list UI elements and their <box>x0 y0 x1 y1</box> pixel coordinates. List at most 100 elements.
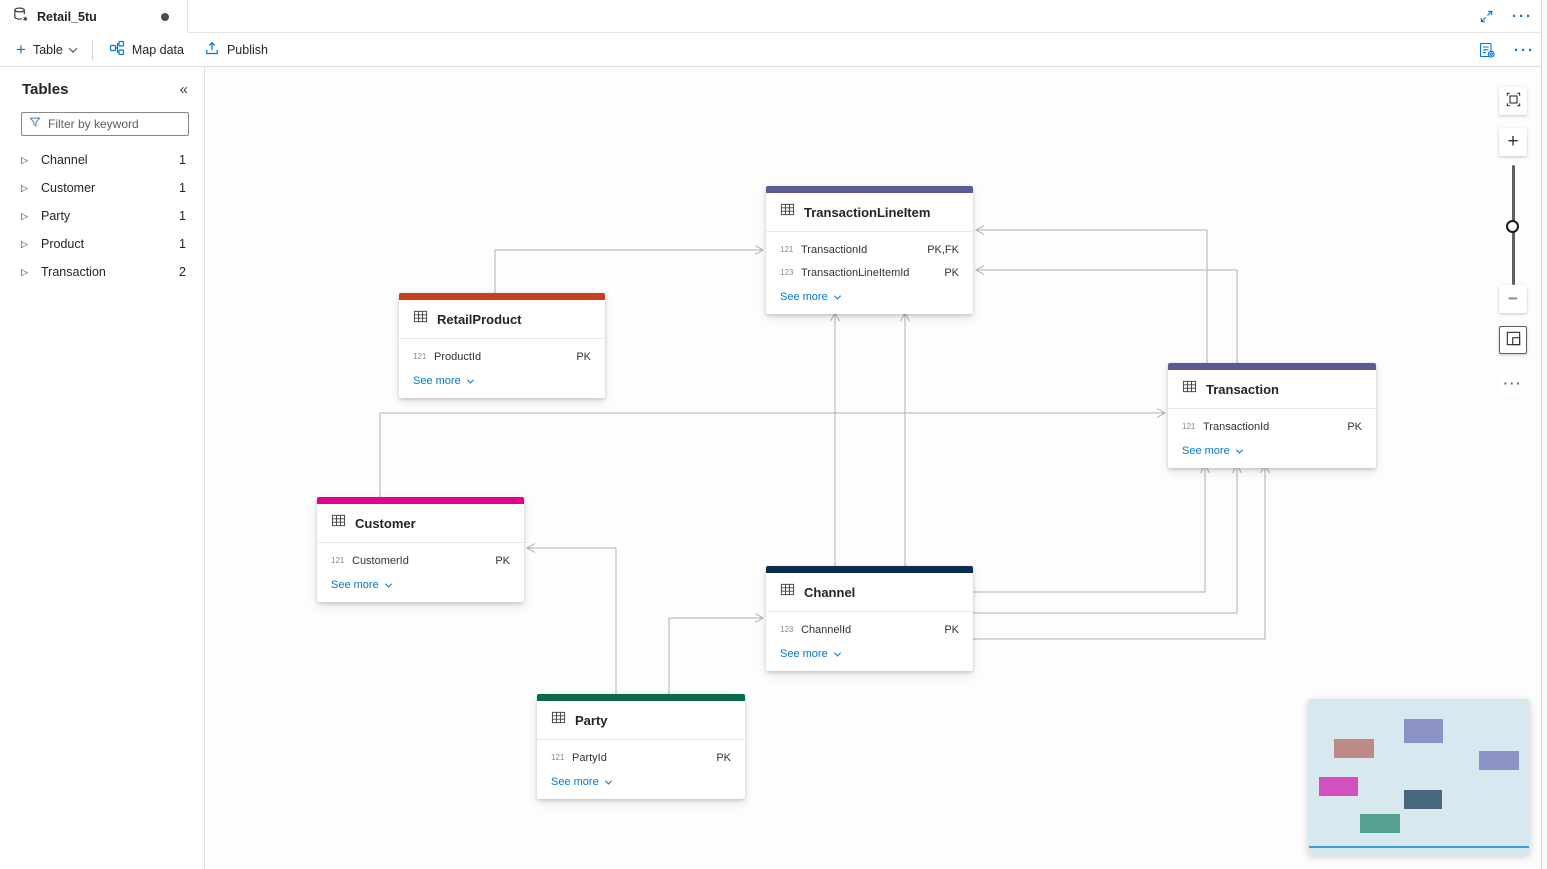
entity-name: TransactionLineItem <box>804 204 931 220</box>
tab-retail-5tu[interactable]: Retail_5tu <box>0 0 188 33</box>
entity-card-transaction[interactable]: Transaction 121 TransactionId PK See mor… <box>1168 363 1376 468</box>
chevron-down-icon <box>466 376 474 384</box>
zoom-slider-handle[interactable] <box>1506 220 1519 233</box>
fit-to-screen-button[interactable] <box>1499 87 1527 115</box>
table-count: 2 <box>179 265 186 279</box>
entity-color-bar <box>537 694 745 701</box>
new-table-button[interactable]: + Table <box>0 33 86 66</box>
see-more-link[interactable]: See more <box>1168 438 1376 468</box>
properties-button[interactable] <box>1478 41 1496 59</box>
minimap-table-rect <box>1319 777 1358 796</box>
entity-field-row[interactable]: 123 TransactionLineItemId PK <box>766 261 973 284</box>
minus-icon: − <box>1508 289 1518 308</box>
see-more-link[interactable]: See more <box>766 284 973 314</box>
table-grid-icon <box>413 309 428 329</box>
entity-name: Channel <box>804 584 856 600</box>
field-name: PartyId <box>572 751 607 764</box>
tab-more-button[interactable]: ··· <box>1512 8 1533 25</box>
zoom-in-button[interactable]: + <box>1499 128 1527 156</box>
toggle-minimap-button[interactable] <box>1499 326 1527 354</box>
expand-caret-icon[interactable]: ▷ <box>21 210 28 221</box>
field-name: TransactionLineItemId <box>801 266 910 279</box>
see-more-link[interactable]: See more <box>317 572 524 602</box>
ellipsis-icon: ··· <box>1503 375 1523 391</box>
map-data-button[interactable]: Map data <box>99 33 194 66</box>
entity-header: TransactionLineItem <box>766 193 973 232</box>
table-count: 1 <box>179 237 186 251</box>
number-type-icon: 123 <box>780 268 794 277</box>
see-more-link[interactable]: See more <box>766 641 973 671</box>
field-key-badge: PK,FK <box>927 243 959 256</box>
minimap-table-rect <box>1404 719 1443 743</box>
table-grid-icon <box>1182 379 1197 399</box>
table-count: 1 <box>179 181 186 195</box>
entity-field-row[interactable]: 121 TransactionId PK <box>1168 415 1376 438</box>
publish-label: Publish <box>226 42 268 57</box>
minimap-table-rect <box>1360 814 1400 833</box>
toolbar: + Table Map data Publish ··· <box>0 33 1547 67</box>
field-key-badge: PK <box>1347 420 1362 433</box>
entity-card-retailproduct[interactable]: RetailProduct 121 ProductId PK See more <box>399 293 605 398</box>
entity-field-row[interactable]: 123 ChannelId PK <box>766 618 973 641</box>
expand-caret-icon[interactable]: ▷ <box>21 154 28 165</box>
expand-button[interactable] <box>1479 9 1494 24</box>
minimap-viewport-edge <box>1309 846 1529 848</box>
publish-button[interactable]: Publish <box>194 33 278 66</box>
number-type-icon: 123 <box>780 625 794 634</box>
filter-input[interactable] <box>48 117 181 131</box>
sidebar-item-customer[interactable]: ▷ Customer 1 <box>0 174 204 202</box>
sidebar-item-product[interactable]: ▷ Product 1 <box>0 230 204 258</box>
canvas-more-button[interactable]: ··· <box>1499 369 1527 397</box>
entity-header: Customer <box>317 504 524 543</box>
entity-card-party[interactable]: Party 121 PartyId PK See more <box>537 694 745 799</box>
field-name: ProductId <box>434 350 482 363</box>
field-key-badge: PK <box>716 751 731 764</box>
toolbar-more-button[interactable]: ··· <box>1514 41 1535 59</box>
number-type-icon: 121 <box>551 753 565 762</box>
entity-color-bar <box>1168 363 1376 370</box>
minimap[interactable] <box>1308 699 1530 855</box>
entity-card-customer[interactable]: Customer 121 CustomerId PK See more <box>317 497 524 602</box>
see-more-link[interactable]: See more <box>537 769 745 799</box>
entity-name: Party <box>575 712 608 728</box>
table-grid-icon <box>331 513 346 533</box>
plus-icon: + <box>1507 131 1519 152</box>
field-key-badge: PK <box>944 266 959 279</box>
collapse-sidebar-button[interactable]: « <box>179 81 188 98</box>
entity-color-bar <box>399 293 605 300</box>
chevron-down-icon <box>833 649 841 657</box>
number-type-icon: 121 <box>331 556 345 565</box>
plus-icon: + <box>16 40 26 59</box>
zoom-out-button[interactable]: − <box>1499 285 1527 313</box>
chevron-down-icon <box>384 580 392 588</box>
sidebar-item-channel[interactable]: ▷ Channel 1 <box>0 146 204 174</box>
expand-caret-icon[interactable]: ▷ <box>21 182 28 193</box>
map-data-icon <box>109 40 125 59</box>
number-type-icon: 121 <box>1182 422 1196 431</box>
field-name: TransactionId <box>801 243 868 256</box>
scrollbar[interactable] <box>1541 0 1547 869</box>
sidebar-item-label: Channel <box>41 153 88 167</box>
expand-caret-icon[interactable]: ▷ <box>21 266 28 277</box>
entity-field-row[interactable]: 121 PartyId PK <box>537 746 745 769</box>
entity-field-row[interactable]: 121 CustomerId PK <box>317 549 524 572</box>
chevron-down-icon <box>604 777 612 785</box>
expand-caret-icon[interactable]: ▷ <box>21 238 28 249</box>
entity-name: Customer <box>355 515 416 531</box>
sidebar-item-transaction[interactable]: ▷ Transaction 2 <box>0 258 204 286</box>
entity-card-channel[interactable]: Channel 123 ChannelId PK See more <box>766 566 973 671</box>
table-count: 1 <box>179 209 186 223</box>
entity-card-transactionlineitem[interactable]: TransactionLineItem 121 TransactionId PK… <box>766 186 973 314</box>
entity-name: Transaction <box>1206 381 1279 397</box>
sidebar-item-label: Customer <box>41 181 96 195</box>
filter-box <box>21 112 189 136</box>
entity-header: Channel <box>766 573 973 612</box>
entity-field-row[interactable]: 121 ProductId PK <box>399 345 605 368</box>
table-grid-icon <box>780 582 795 602</box>
entity-field-row[interactable]: 121 TransactionId PK,FK <box>766 238 973 261</box>
entity-header: Party <box>537 701 745 740</box>
sidebar-item-party[interactable]: ▷ Party 1 <box>0 202 204 230</box>
see-more-link[interactable]: See more <box>399 368 605 398</box>
table-count: 1 <box>179 153 186 167</box>
